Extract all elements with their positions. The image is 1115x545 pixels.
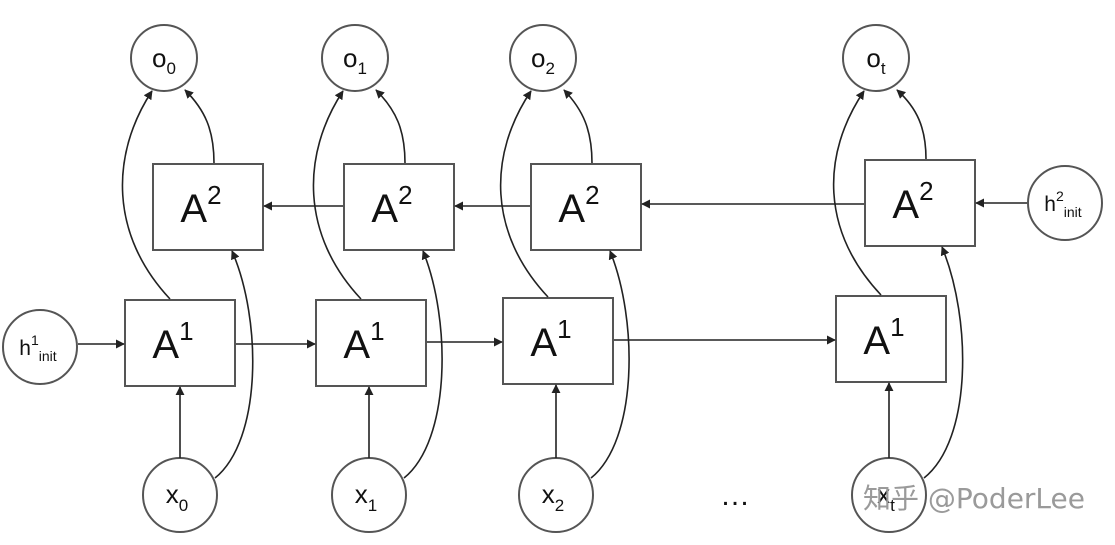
output-node-o1: o1 xyxy=(321,24,389,92)
arrow-xt-to-a2-t xyxy=(923,246,964,479)
arrow-a1-0-to-o0 xyxy=(121,90,171,300)
svg-text:o0: o0 xyxy=(152,43,176,78)
arrow-x0-to-a2-0 xyxy=(214,250,254,479)
arrow-a1-t-to-ot xyxy=(832,90,882,296)
watermark: 知乎 @PoderLee xyxy=(863,482,1085,515)
layer2-cell-0: A2 xyxy=(152,163,264,251)
svg-text:A2: A2 xyxy=(180,180,221,231)
svg-text:o1: o1 xyxy=(343,43,367,78)
ellipsis: … xyxy=(720,479,750,512)
layer1-cell-0: A1 xyxy=(124,299,236,387)
input-node-x1: x1 xyxy=(331,457,407,533)
h2-init-node: h2init xyxy=(1027,165,1103,241)
connections xyxy=(78,89,1027,479)
input-node-xt: xt xyxy=(851,457,927,533)
layer1-cell-1: A1 xyxy=(315,299,427,387)
h1-init-node: h1init xyxy=(2,309,78,385)
layer2-cell-1: A2 xyxy=(343,163,455,251)
layer1-cell-t: A1 xyxy=(835,295,947,383)
output-node-o2: o2 xyxy=(509,24,577,92)
svg-text:x0: x0 xyxy=(166,479,188,515)
input-node-x0: x0 xyxy=(142,457,218,533)
svg-text:A1: A1 xyxy=(343,316,384,367)
output-node-ot: ot xyxy=(842,24,910,92)
svg-text:x2: x2 xyxy=(542,479,564,515)
svg-text:A1: A1 xyxy=(152,316,193,367)
arrow-x1-to-a2-1 xyxy=(403,250,443,479)
svg-text:xt: xt xyxy=(877,479,895,515)
arrow-a2-t-to-ot xyxy=(896,89,927,160)
svg-text:A2: A2 xyxy=(558,180,599,231)
layer2-cell-2: A2 xyxy=(530,163,642,251)
svg-text:A1: A1 xyxy=(530,314,571,365)
svg-text:A1: A1 xyxy=(863,312,904,363)
arrow-a2-2-to-o2 xyxy=(563,89,593,164)
svg-text:o2: o2 xyxy=(531,43,555,78)
output-node-o0: o0 xyxy=(130,24,198,92)
layer1-cell-2: A1 xyxy=(502,297,614,385)
layer2-cell-t: A2 xyxy=(864,159,976,247)
arrow-x2-to-a2-2 xyxy=(590,250,630,479)
svg-text:h2init: h2init xyxy=(1044,188,1081,220)
arrow-a1-2-to-o2 xyxy=(499,90,549,298)
svg-text:A2: A2 xyxy=(371,180,412,231)
input-node-x2: x2 xyxy=(518,457,594,533)
arrow-a2-1-to-o1 xyxy=(375,89,406,164)
arrow-a2-0-to-o0 xyxy=(184,89,215,164)
arrow-a1-1-to-o1 xyxy=(312,90,362,300)
svg-text:x1: x1 xyxy=(355,479,377,515)
svg-text:A2: A2 xyxy=(892,176,933,227)
svg-text:h1init: h1init xyxy=(19,332,56,364)
svg-text:ot: ot xyxy=(866,43,885,78)
